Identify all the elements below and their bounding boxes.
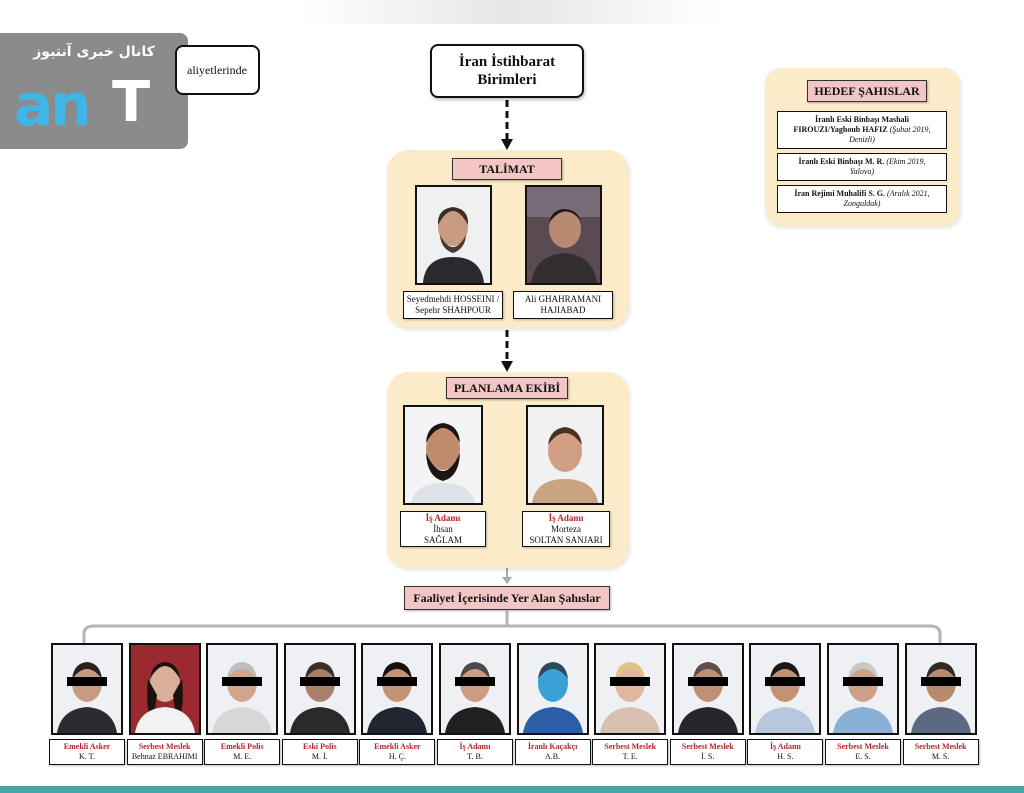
person-name: T. B.	[467, 752, 483, 761]
person-photo-7	[516, 643, 589, 735]
logo-brand-an: an	[14, 71, 91, 139]
person-photo-8	[594, 643, 667, 735]
person-photo-12	[904, 643, 977, 735]
planlama-photo-2	[526, 405, 604, 505]
bottom-accent-line	[0, 786, 1024, 793]
person-role: Serbest Meslek	[138, 742, 191, 751]
person-photo-2	[128, 643, 201, 735]
person-photo-3	[206, 643, 279, 735]
faaliyet-title: Faaliyet İçerisinde Yer Alan Şahıslar	[404, 586, 610, 610]
partial-box: aliyetlerinde	[175, 45, 260, 95]
person-role: Emekli Asker	[63, 742, 111, 751]
hedef-item-2: İranlı Eski Binbaşı M. R. (Ekim 2019,Yal…	[777, 153, 947, 181]
person-name: H. Ç.	[388, 752, 406, 761]
talimat-title: TALİMAT	[452, 158, 562, 180]
person-role: Serbest Meslek	[604, 742, 657, 751]
person-name: T. E.	[622, 752, 638, 761]
person-photo-4	[283, 643, 356, 735]
person-name: Behnaz EBRAHIMI	[131, 752, 198, 761]
person-name: H. S.	[777, 752, 794, 761]
planlama-title: PLANLAMA EKİBİ	[446, 377, 568, 399]
person-photo-6	[439, 643, 511, 735]
person-name: M. İ.	[311, 752, 328, 761]
person-photo-10	[749, 643, 822, 735]
person-name: E. S.	[855, 752, 871, 761]
talimat-photo-1	[415, 185, 492, 285]
person-role: Emekli Asker	[374, 742, 421, 751]
person-role: İranlı Kaçakçı	[527, 742, 578, 751]
person-name: A.B.	[545, 752, 561, 761]
person-photo-5	[361, 643, 434, 735]
person-role: İş Adamı	[769, 742, 801, 751]
person-name: İ. S.	[701, 752, 715, 761]
top-fade	[300, 0, 720, 24]
hedef-title: HEDEF ŞAHISLAR	[807, 80, 927, 102]
person-name: M. E.	[233, 752, 252, 761]
planlama-photo-1	[403, 405, 483, 505]
person-name: M. S.	[931, 752, 950, 761]
logo-brand-t: T	[112, 70, 151, 135]
person-role: Eski Polis	[303, 742, 337, 751]
talimat-photo-2	[525, 185, 602, 285]
person-role: Serbest Meslek	[837, 742, 889, 751]
talimat-caption-1: Seyedmehdi HOSSEINI /Sepehr SHAHPOUR	[403, 291, 503, 319]
person-role: İş Adamı	[459, 742, 491, 751]
person-role: Serbest Meslek	[681, 742, 734, 751]
person-name: K. T.	[79, 752, 95, 761]
person-photo-1	[51, 643, 123, 735]
person-role: Emekli Polis	[220, 742, 264, 751]
person-photo-11	[827, 643, 899, 735]
person-photo-9	[671, 643, 744, 735]
logo-arabic-text: کانال خبری آنتیوز	[33, 44, 155, 60]
person-role: Serbest Meslek	[914, 742, 967, 751]
hedef-item-3: İran Rejimi Muhalifi S. G. (Aralık 2021,…	[777, 185, 947, 213]
channel-logo	[0, 33, 188, 149]
